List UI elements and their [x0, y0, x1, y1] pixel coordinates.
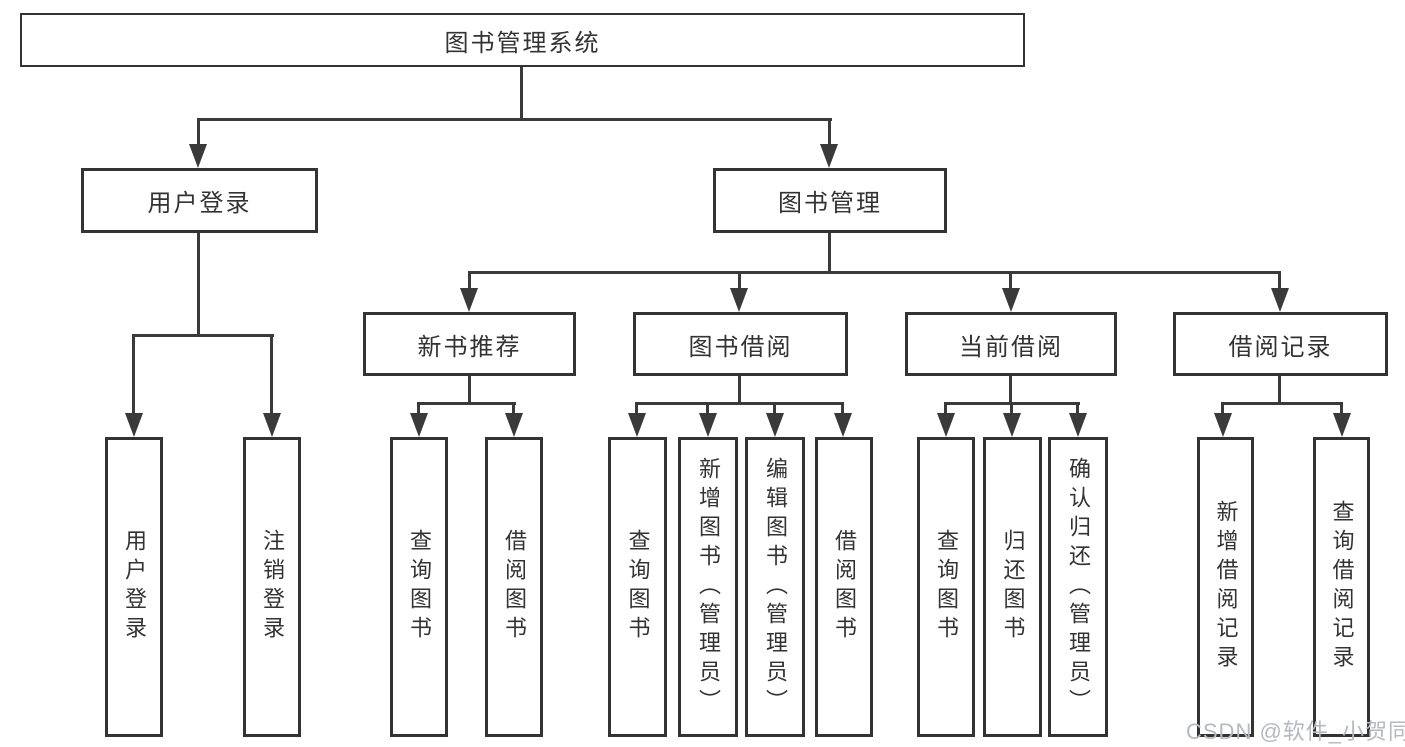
- connector-to-return-book: [1010, 402, 1013, 416]
- connector-level3-rail: [468, 271, 1281, 274]
- arrow-down-icon: [766, 413, 784, 437]
- node-label: 查询借阅记录: [1329, 500, 1355, 674]
- node-user-login: 用户登录: [81, 168, 318, 233]
- node-edit-book-admin: 编辑图书（管理员）: [745, 437, 805, 737]
- connector-to-new-book-recommendation: [468, 271, 471, 297]
- watermark: CSDN @软件_小贺同学: [1186, 719, 1405, 744]
- connector-to-borrow-books: [841, 402, 844, 416]
- node-add-book-admin: 新增图书（管理员）: [678, 437, 738, 737]
- connector-to-add-book: [706, 402, 709, 416]
- node-borrow-books-recommend: 借阅图书: [485, 437, 543, 737]
- connector-to-query-books: [417, 402, 420, 416]
- node-borrowing-records: 借阅记录: [1173, 312, 1388, 376]
- arrow-down-icon: [820, 144, 838, 168]
- connector-to-user-login-leaf: [132, 334, 135, 422]
- connector-borrowing-records-rail: [1221, 402, 1343, 405]
- node-query-books-current: 查询图书: [917, 437, 975, 737]
- node-label: 图书借阅: [688, 333, 793, 361]
- connector-to-user-login: [197, 118, 200, 152]
- node-book-borrowing: 图书借阅: [633, 312, 848, 376]
- node-library-management-system: 图书管理系统: [20, 13, 1025, 67]
- connector-to-query-books: [944, 402, 947, 416]
- node-label: 注销登录: [260, 529, 285, 645]
- node-borrow-books-borrowing: 借阅图书: [815, 437, 873, 737]
- arrow-down-icon: [1271, 288, 1289, 312]
- connector-to-book-management: [828, 118, 831, 152]
- arrow-down-icon: [834, 413, 852, 437]
- node-label: 借阅图书: [502, 529, 527, 645]
- connector-borrowing-records-stub: [1278, 374, 1281, 404]
- node-label: 图书管理系统: [444, 29, 601, 57]
- node-query-borrow-record: 查询借阅记录: [1313, 437, 1370, 737]
- connector-to-add-borrow-record: [1221, 402, 1224, 416]
- arrow-down-icon: [1069, 413, 1087, 437]
- arrow-down-icon: [189, 144, 207, 168]
- node-logout: 注销登录: [243, 437, 301, 737]
- node-label: 新书推荐: [417, 333, 522, 361]
- connector-to-logout-leaf: [270, 334, 273, 422]
- connector-root-stub: [520, 65, 523, 120]
- arrow-down-icon: [937, 413, 955, 437]
- connector-to-confirm-return: [1076, 402, 1079, 416]
- node-label: 新增借阅记录: [1213, 500, 1239, 674]
- node-label: 确认归还（管理员）: [1066, 456, 1091, 718]
- node-label: 用户登录: [147, 190, 252, 217]
- node-label: 归还图书: [1000, 529, 1026, 645]
- node-return-book: 归还图书: [983, 437, 1042, 737]
- node-query-books-borrowing: 查询图书: [608, 437, 667, 737]
- arrow-down-icon: [263, 413, 281, 437]
- node-label: 图书管理: [778, 190, 882, 217]
- connector-to-edit-book: [773, 402, 776, 416]
- node-new-book-recommendation: 新书推荐: [363, 312, 576, 376]
- connector-to-query-borrow-record: [1340, 402, 1343, 416]
- connector-to-borrowing-records: [1278, 271, 1281, 297]
- node-book-management: 图书管理: [713, 168, 947, 233]
- connector-current-borrowing-stub: [1009, 374, 1012, 404]
- arrow-down-icon: [125, 413, 143, 437]
- arrow-down-icon: [1333, 413, 1351, 437]
- connector-book-borrowing-rail: [635, 402, 844, 405]
- arrow-down-icon: [699, 413, 717, 437]
- connector-user-login-rail: [132, 334, 274, 337]
- arrow-down-icon: [505, 413, 523, 437]
- node-add-borrow-record: 新增借阅记录: [1197, 437, 1254, 737]
- arrow-down-icon: [1003, 413, 1021, 437]
- arrow-down-icon: [730, 288, 748, 312]
- arrow-down-icon: [410, 413, 428, 437]
- node-current-borrowing: 当前借阅: [905, 312, 1117, 376]
- arrow-down-icon: [1214, 413, 1232, 437]
- connector-book-borrowing-stub: [738, 374, 741, 404]
- node-confirm-return-admin: 确认归还（管理员）: [1048, 437, 1108, 737]
- connector-book-management-stub: [828, 231, 831, 274]
- arrow-down-icon: [460, 288, 478, 312]
- node-label: 借阅记录: [1228, 333, 1333, 361]
- connector-to-current-borrowing: [1009, 271, 1012, 297]
- node-label: 查询图书: [625, 529, 651, 645]
- node-label: 新增图书（管理员）: [696, 456, 721, 718]
- node-label: 用户登录: [122, 529, 147, 645]
- connector-to-borrow-books: [512, 402, 515, 416]
- node-label: 编辑图书（管理员）: [763, 456, 788, 718]
- arrow-down-icon: [1002, 288, 1020, 312]
- connector-to-book-borrowing: [738, 271, 741, 297]
- node-label: 当前借阅: [959, 333, 1063, 361]
- connector-new-book-stub: [468, 374, 471, 404]
- node-label: 查询图书: [407, 529, 432, 645]
- node-label: 借阅图书: [832, 529, 857, 645]
- connector-new-book-rail: [417, 402, 516, 405]
- arrow-down-icon: [628, 413, 646, 437]
- node-query-books-recommend: 查询图书: [390, 437, 448, 737]
- connector-to-query-books: [635, 402, 638, 416]
- node-user-login-leaf: 用户登录: [105, 437, 163, 737]
- connector-level2-rail: [197, 118, 832, 121]
- connector-user-login-stub: [197, 231, 200, 335]
- node-label: 查询图书: [934, 529, 959, 645]
